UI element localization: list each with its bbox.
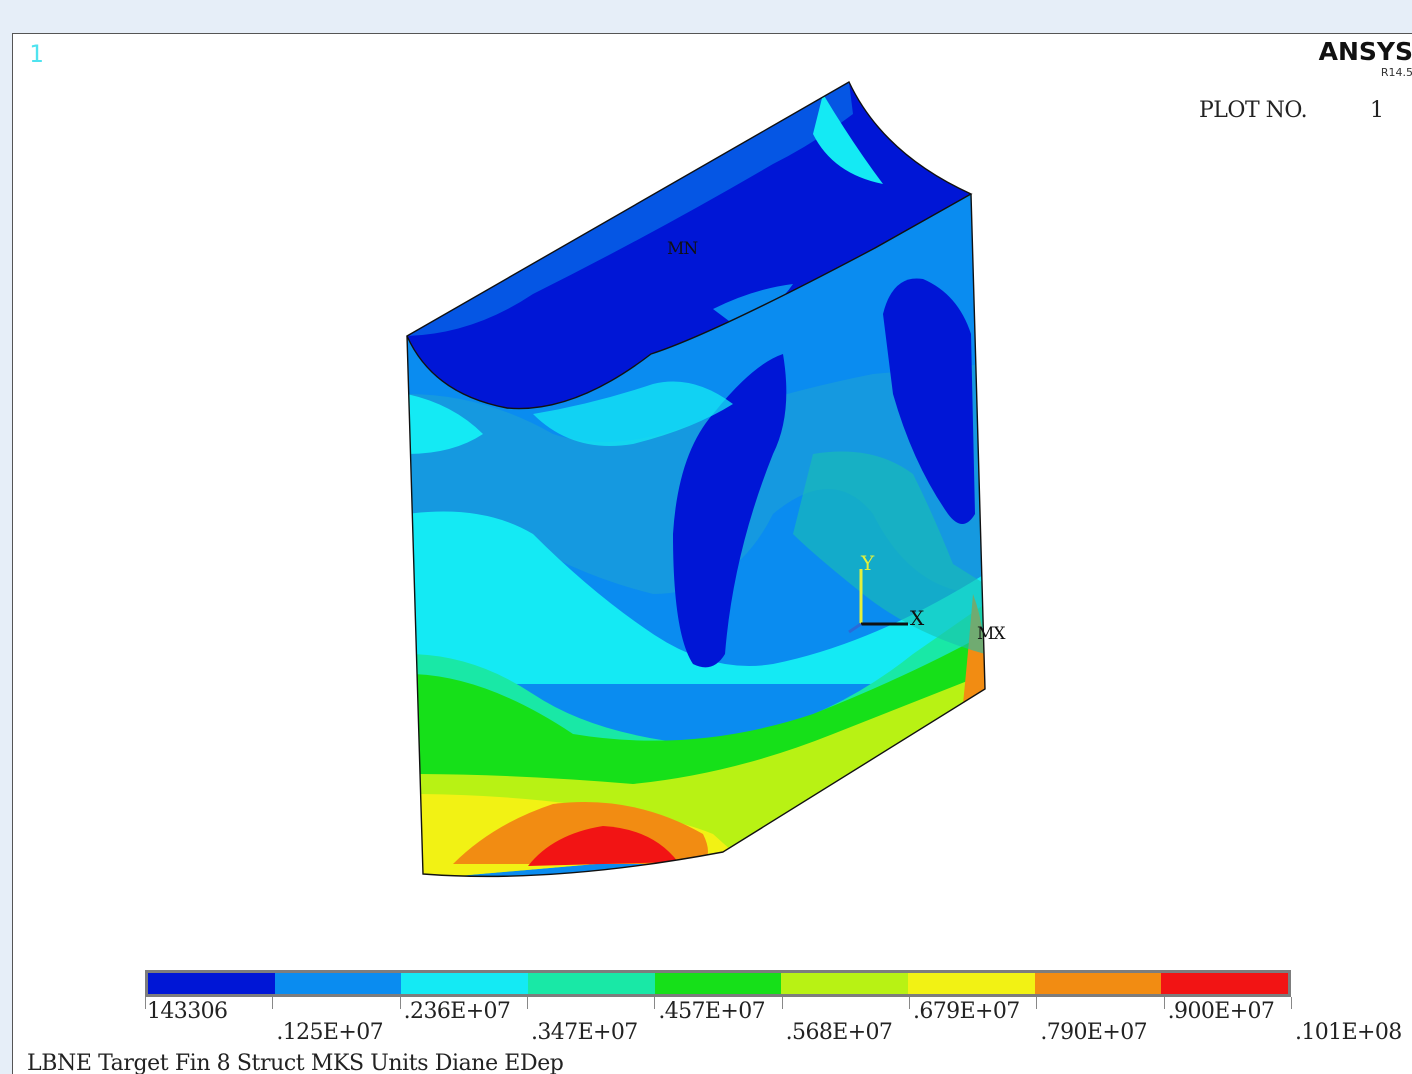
graphics-window[interactable]: 1 ANSYS R14.5 PLOT NO. 1 bbox=[12, 33, 1412, 1074]
legend-swatch-2 bbox=[274, 973, 402, 994]
legend-tick-label: .900E+07 bbox=[1167, 999, 1275, 1024]
y-axis-label: Y bbox=[861, 551, 874, 575]
legend-tick-label: .568E+07 bbox=[785, 1020, 893, 1045]
min-marker: MN bbox=[667, 239, 698, 259]
legend-swatch-6 bbox=[781, 973, 909, 994]
ansys-version: R14.5 bbox=[1380, 66, 1412, 79]
legend-tick-label: .101E+08 bbox=[1295, 1020, 1402, 1045]
legend-tick-label: .679E+07 bbox=[913, 999, 1020, 1024]
ansys-logo: ANSYS bbox=[1318, 37, 1412, 66]
legend-swatch-8 bbox=[1034, 973, 1162, 994]
legend-tick-label: .457E+07 bbox=[658, 999, 765, 1024]
legend-tick-mark bbox=[781, 997, 783, 1009]
coordinate-triad bbox=[848, 569, 908, 634]
legend-tick-mark bbox=[654, 997, 656, 1009]
legend-tick-label: .790E+07 bbox=[1040, 1020, 1147, 1045]
contour-legend bbox=[145, 970, 1291, 997]
plot-number-label: PLOT NO. bbox=[1199, 98, 1308, 123]
window-number: 1 bbox=[29, 40, 44, 68]
fin-contour-model[interactable] bbox=[13, 34, 1412, 1074]
legend-tick-label: .347E+07 bbox=[531, 1020, 638, 1045]
x-axis-label: X bbox=[910, 606, 924, 630]
max-marker: MX bbox=[977, 624, 1005, 644]
legend-swatch-7 bbox=[908, 973, 1035, 994]
legend-tick-mark bbox=[1291, 997, 1292, 1009]
legend-swatch-1 bbox=[148, 973, 275, 994]
legend-tick-mark bbox=[1036, 997, 1038, 1009]
legend-swatch-4 bbox=[528, 973, 655, 994]
legend-tick-mark bbox=[145, 997, 146, 1009]
legend-swatch-3 bbox=[401, 973, 529, 994]
legend-tick-mark bbox=[399, 997, 401, 1009]
legend-swatch-5 bbox=[654, 973, 782, 994]
legend-swatch-9 bbox=[1161, 973, 1289, 994]
legend-tick-mark bbox=[272, 997, 274, 1009]
legend-tick-mark bbox=[527, 997, 528, 1009]
legend-tick-mark bbox=[909, 997, 910, 1009]
legend-tick-label: .236E+07 bbox=[403, 999, 511, 1024]
plot-title: LBNE Target Fin 8 Struct MKS Units Diane… bbox=[27, 1051, 564, 1074]
legend-tick-label: .125E+07 bbox=[276, 1020, 383, 1045]
legend-tick-label: 143306 bbox=[147, 999, 228, 1024]
legend-tick-mark bbox=[1163, 997, 1165, 1009]
plot-number-value: 1 bbox=[1370, 98, 1384, 123]
